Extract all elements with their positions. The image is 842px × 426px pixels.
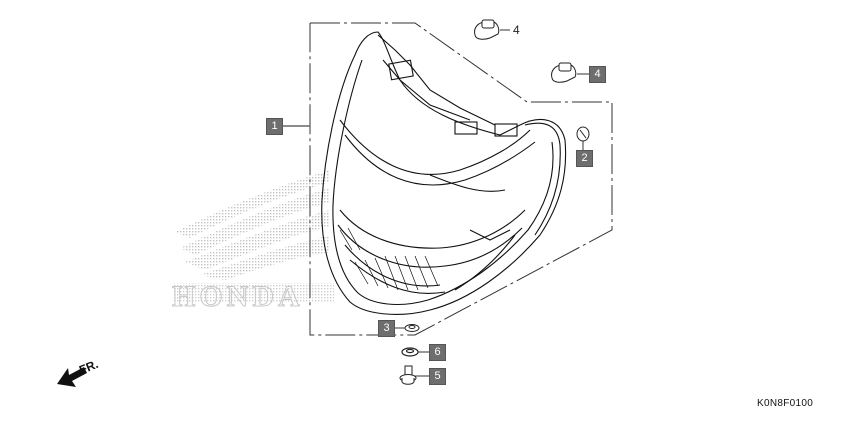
grommet-icon (576, 126, 590, 142)
headlight-assembly-icon (321, 31, 567, 315)
callout-5[interactable]: 5 (429, 368, 446, 385)
diagram-code: K0N8F0100 (757, 398, 814, 409)
honda-watermark-text: HONDA (172, 280, 304, 314)
callout-2[interactable]: 2 (576, 150, 593, 167)
bolt-icon (399, 365, 417, 385)
assembly-boundary (309, 22, 613, 336)
callout-3[interactable]: 3 (378, 320, 395, 337)
callout-1[interactable]: 1 (266, 118, 283, 135)
callout-4-plain[interactable]: 4 (513, 23, 520, 37)
rubber-mount-icon (551, 62, 577, 83)
callout-4[interactable]: 4 (589, 66, 606, 83)
honda-wing-watermark-icon (174, 170, 334, 303)
callout-6[interactable]: 6 (429, 344, 446, 361)
clip-nut-icon (404, 324, 420, 332)
washer-icon (401, 347, 419, 357)
front-direction-arrow-icon (57, 367, 87, 387)
rubber-mount-icon (474, 19, 500, 40)
